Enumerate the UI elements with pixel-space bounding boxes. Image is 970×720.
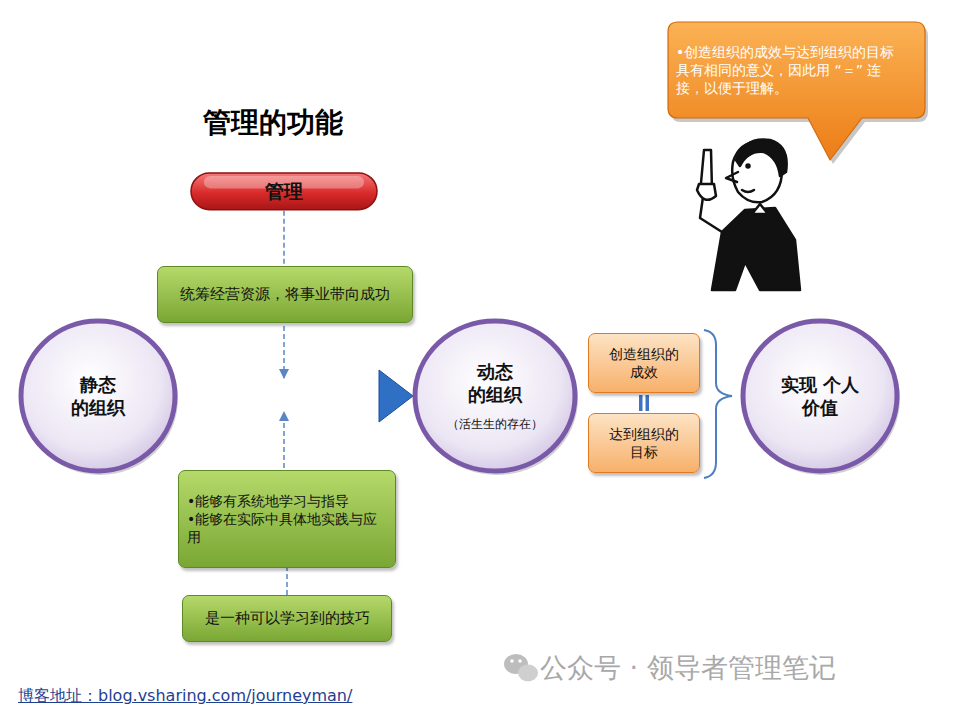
node-text: •创造组织的成效与达到组织的目标具有相同的意义，因此用 “＝” 连接，以便于理解… xyxy=(676,43,908,98)
node-text: 实现 个人价值 xyxy=(780,373,859,420)
org-circle: 静态 的组织 xyxy=(18,318,178,474)
node-text: 管理 xyxy=(265,179,303,204)
node-text: 静态 的组织 xyxy=(68,373,127,420)
node-text: 统筹经营资源，将事业带向成功 xyxy=(180,285,390,305)
function-box: 统筹经营资源，将事业带向成功 xyxy=(157,266,413,323)
dashed-connector xyxy=(284,211,285,266)
practice-box: •能够有系统地学习与指导•能够在实际中具体地实践与应用 xyxy=(178,470,396,568)
watermark: 公众号 · 领导者管理笔记 xyxy=(540,650,836,686)
leader-arrow xyxy=(283,412,285,468)
bracket xyxy=(704,330,732,478)
node-subtext: （活生生的存在） xyxy=(447,417,543,433)
ellipse-outline xyxy=(740,318,900,474)
diagram-title: 管理的功能 xyxy=(203,104,343,142)
node-text: 达到组织的 目标 xyxy=(607,425,681,461)
person-illustration xyxy=(697,139,800,290)
node-subtext: •能够在实际中具体地实践与应用 xyxy=(187,510,387,546)
speech-callout: •创造组织的成效与达到组织的目标具有相同的意义，因此用 “＝” 连接，以便于理解… xyxy=(668,22,925,118)
ellipse-outline xyxy=(18,318,178,474)
skill-box: 是一种可以学习到的技巧 xyxy=(182,595,392,642)
equals-connector xyxy=(644,393,645,413)
flow-arrow xyxy=(179,370,413,422)
node-text: •能够有系统地学习与指导 xyxy=(187,492,349,510)
goal-box: 达到组织的 目标 xyxy=(588,413,700,473)
value-circle: 实现 个人价值 xyxy=(740,318,900,474)
result-box: 创造组织的 成效 xyxy=(588,333,700,393)
org-circle: 动态 的组织 （活生生的存在） xyxy=(412,318,578,474)
node-text: 创造组织的 成效 xyxy=(607,345,681,381)
node-text: 是一种可以学习到的技巧 xyxy=(205,609,370,629)
node-text: 动态 的组织 xyxy=(465,360,524,407)
dashed-connector xyxy=(287,568,288,595)
wechat-icon xyxy=(504,654,538,682)
management-pill: 管理 xyxy=(190,172,378,211)
blog-address: 博客地址：blog.vsharing.com/journeyman/ xyxy=(18,686,352,707)
leader-arrow xyxy=(283,326,285,378)
